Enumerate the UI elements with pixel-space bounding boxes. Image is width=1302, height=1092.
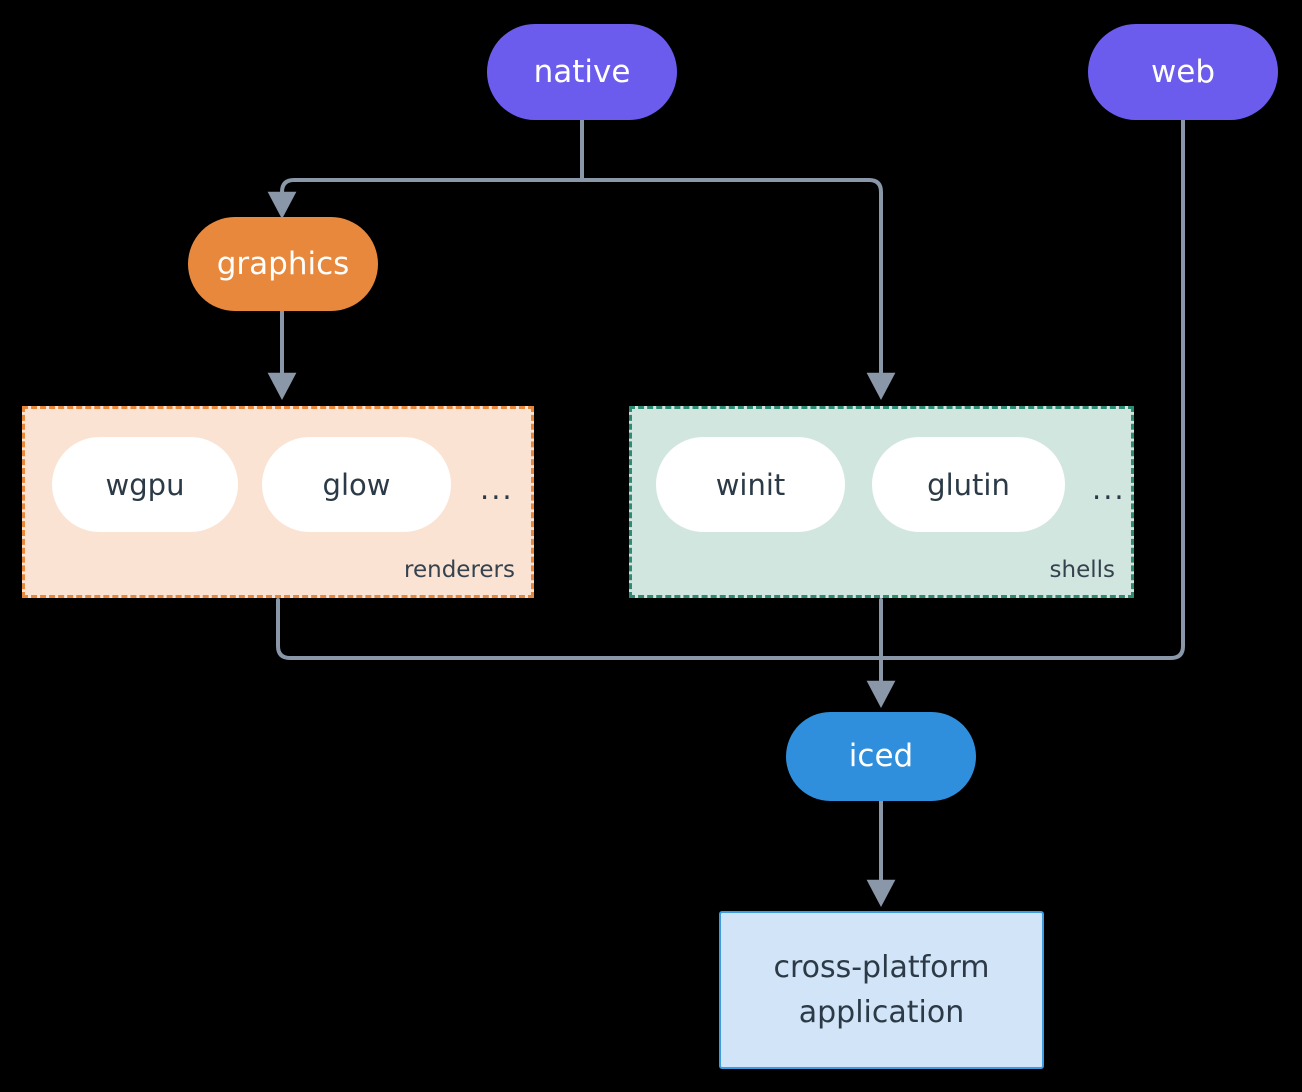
shells-more-ellipsis: ... [1092, 472, 1126, 506]
chip-glow-label: glow [322, 467, 391, 502]
chip-winit-label: winit [715, 467, 786, 502]
application-line-2: application [798, 995, 965, 1030]
edge-native-to-shells [580, 178, 896, 400]
chip-glutin-label: glutin [927, 467, 1010, 502]
edge-native-to-graphics [267, 178, 584, 219]
node-native-label: native [533, 53, 631, 90]
group-renderers-label: renderers [404, 557, 515, 583]
chip-glutin[interactable]: glutin [872, 437, 1065, 532]
chip-glow[interactable]: glow [262, 437, 451, 532]
node-native[interactable]: native [487, 24, 677, 120]
application-line-1: cross-platform [773, 949, 990, 985]
node-web[interactable]: web [1088, 24, 1278, 120]
node-application[interactable]: cross-platform application [719, 911, 1044, 1069]
renderers-more-ellipsis: ... [480, 472, 514, 506]
node-iced-label: iced [848, 738, 914, 775]
chip-wgpu-label: wgpu [105, 467, 185, 502]
node-graphics-label: graphics [216, 245, 350, 282]
node-iced[interactable]: iced [786, 712, 976, 801]
chip-wgpu[interactable]: wgpu [52, 437, 238, 532]
group-shells-label: shells [1049, 557, 1115, 583]
node-graphics[interactable]: graphics [188, 217, 378, 311]
node-web-label: web [1150, 53, 1216, 90]
group-shells: winit glutin ... shells [629, 406, 1134, 598]
group-renderers: wgpu glow ... renderers [22, 406, 534, 598]
edge-renderers-to-iced [276, 598, 883, 660]
chip-winit[interactable]: winit [656, 437, 845, 532]
